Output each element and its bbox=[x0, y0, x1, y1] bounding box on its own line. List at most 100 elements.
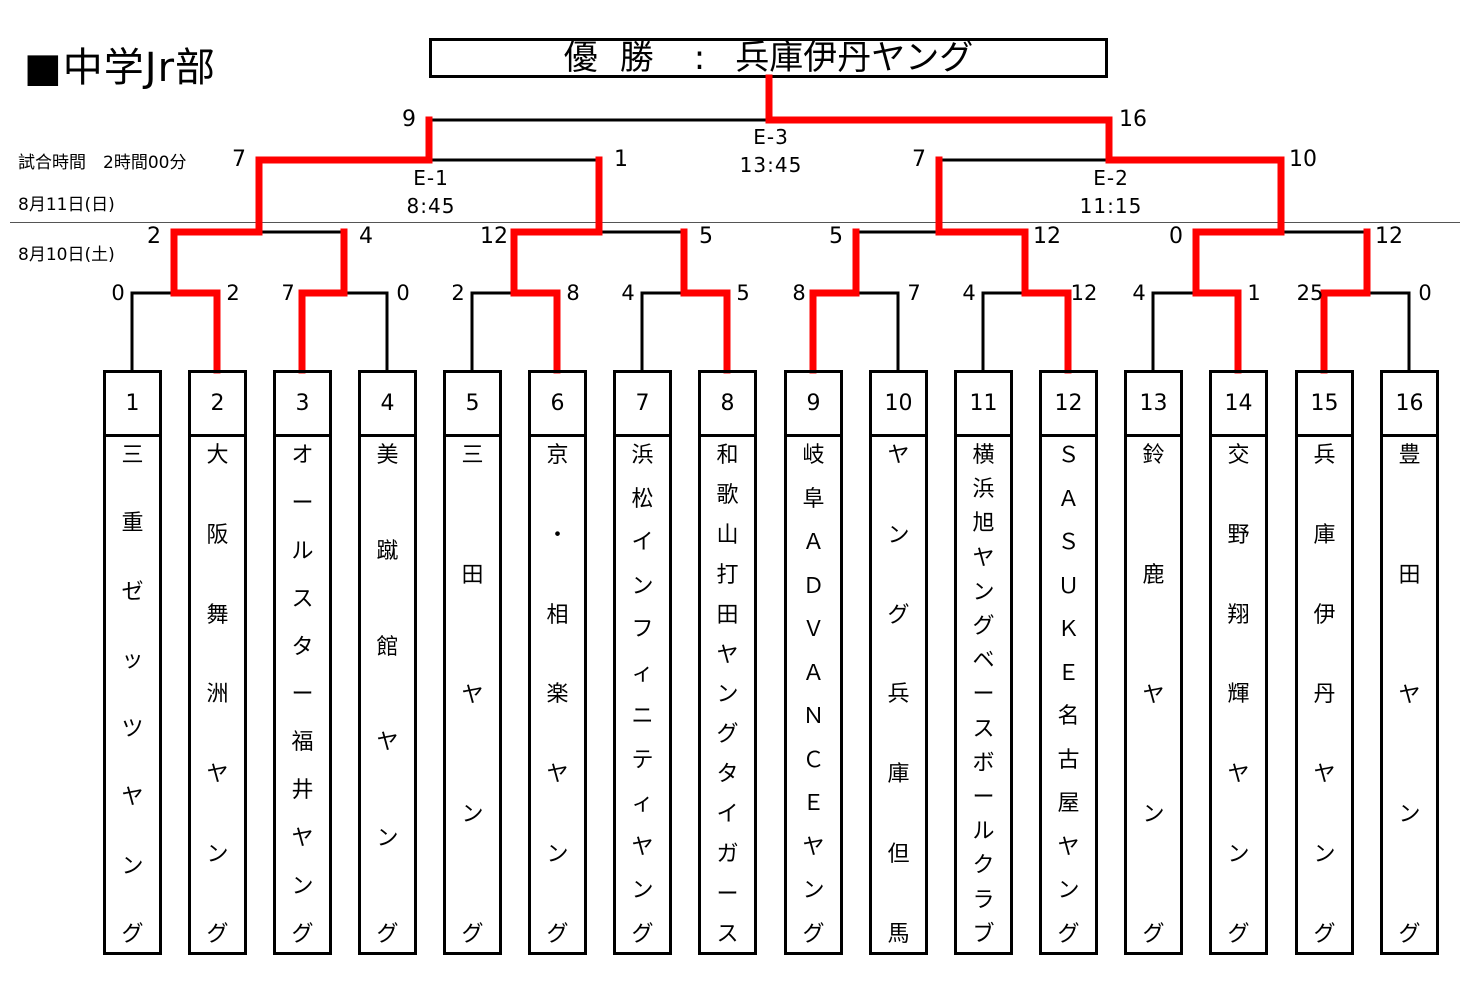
team-name: 三重ゼッツヤング bbox=[106, 437, 159, 952]
team-name-char: グ bbox=[1313, 921, 1336, 947]
team-name-char: 阜 bbox=[802, 486, 825, 512]
team-name-char: グ bbox=[1398, 922, 1421, 947]
team-name-char: 和 bbox=[716, 443, 739, 468]
team-name-char: ン bbox=[631, 878, 654, 904]
team-name-char: ヤ bbox=[461, 682, 484, 708]
team-name-char: ン bbox=[546, 842, 569, 868]
team-name-char: ス bbox=[291, 586, 314, 612]
team-name-char: 浜 bbox=[631, 443, 654, 468]
team-name-char: グ bbox=[1142, 922, 1165, 947]
r1-score: 8 bbox=[792, 281, 806, 305]
team-name-char: ー bbox=[291, 490, 314, 516]
team-name-char: グ bbox=[291, 921, 314, 947]
team-name-char: Ｋ bbox=[1057, 617, 1080, 643]
team-number: 7 bbox=[616, 373, 669, 437]
team-name-char: 岐 bbox=[802, 443, 825, 468]
team-name-char: ー bbox=[291, 682, 314, 708]
team-name-char: 交 bbox=[1227, 443, 1250, 468]
team-name-char: ラ bbox=[972, 887, 995, 913]
r2-score: 2 bbox=[147, 224, 161, 249]
r1-score: 25 bbox=[1296, 281, 1324, 305]
team-number: 9 bbox=[787, 373, 840, 437]
team-name-char: ヤ bbox=[1057, 834, 1080, 860]
team-name: 三田ヤング bbox=[446, 437, 499, 952]
team-name-char: Ｎ bbox=[802, 704, 825, 730]
team-name-char: ベ bbox=[972, 648, 995, 674]
team-name-char: フ bbox=[631, 617, 654, 643]
team-name-char: ン bbox=[716, 682, 739, 708]
day1-date: 8月10日(土) bbox=[18, 245, 115, 265]
team-name-char: 美 bbox=[376, 443, 399, 468]
team-name: 豊田ヤング bbox=[1383, 437, 1436, 952]
team-number: 16 bbox=[1383, 373, 1436, 437]
team-number: 13 bbox=[1127, 373, 1180, 437]
r1-score: 2 bbox=[226, 281, 240, 305]
team-name-char: 浜 bbox=[972, 477, 995, 503]
team-name-char: ン bbox=[1313, 842, 1336, 868]
team-name-char: Ｅ bbox=[802, 791, 825, 817]
team-name-char: 三 bbox=[121, 443, 144, 468]
team-name-char: ー bbox=[716, 881, 739, 907]
team-name-char: 但 bbox=[887, 842, 910, 868]
team-name-char: ー bbox=[972, 682, 995, 708]
team-name-char: 松 bbox=[631, 486, 654, 512]
team-name-char: 屋 bbox=[1057, 791, 1080, 817]
team-name-char: ゼ bbox=[121, 579, 144, 605]
semi-score: 7 bbox=[232, 147, 246, 172]
team-name: 兵庫伊丹ヤング bbox=[1298, 437, 1351, 952]
team-name-char: 井 bbox=[291, 778, 314, 804]
team-name: 浜松インフィニティヤング bbox=[616, 437, 669, 952]
team-name-char: イ bbox=[716, 802, 739, 828]
r2-score: 0 bbox=[1169, 224, 1183, 249]
team-name-char: Ｕ bbox=[1057, 573, 1080, 599]
match-time: 8:45 bbox=[406, 194, 456, 218]
team-name-char: グ bbox=[1227, 921, 1250, 947]
team-name-char: ヤ bbox=[972, 545, 995, 571]
team-number: 1 bbox=[106, 373, 159, 437]
team-name-char: グ bbox=[887, 602, 910, 628]
team-name-char: 田 bbox=[1398, 562, 1421, 588]
team-name-char: ン bbox=[1398, 802, 1421, 828]
team-name-char: 庫 bbox=[887, 762, 910, 788]
r2-score: 12 bbox=[1033, 224, 1061, 249]
r1-score: 8 bbox=[566, 281, 580, 305]
team-name-char: 野 bbox=[1227, 522, 1250, 548]
team-name-char: 輝 bbox=[1227, 682, 1250, 708]
champion-team: 兵庫伊丹ヤング bbox=[735, 38, 974, 78]
team-number: 12 bbox=[1042, 373, 1095, 437]
team-name-char: タ bbox=[716, 762, 739, 788]
team-name-char: ヤ bbox=[1398, 682, 1421, 708]
team-name-char: ン bbox=[802, 878, 825, 904]
team-name-char: グ bbox=[206, 921, 229, 947]
team-name-char: ボ bbox=[972, 750, 995, 776]
team-name-char: Ｃ bbox=[802, 747, 825, 773]
team-name-char: ツ bbox=[121, 716, 144, 742]
team-name-char: ヤ bbox=[802, 834, 825, 860]
team-number: 4 bbox=[361, 373, 414, 437]
team-name-char: オ bbox=[291, 443, 314, 468]
team-name-char: Ａ bbox=[802, 530, 825, 556]
r1-score: 7 bbox=[907, 281, 921, 305]
match-time: 13:45 bbox=[739, 153, 803, 177]
bracket-lines-red bbox=[170, 74, 1371, 374]
match-time: 11:15 bbox=[1079, 194, 1143, 218]
team-name-char: ヤ bbox=[716, 642, 739, 668]
team-name-char: 舞 bbox=[206, 602, 229, 628]
team-name: 交野翔輝ヤング bbox=[1212, 437, 1265, 952]
team-name-char: ン bbox=[206, 842, 229, 868]
